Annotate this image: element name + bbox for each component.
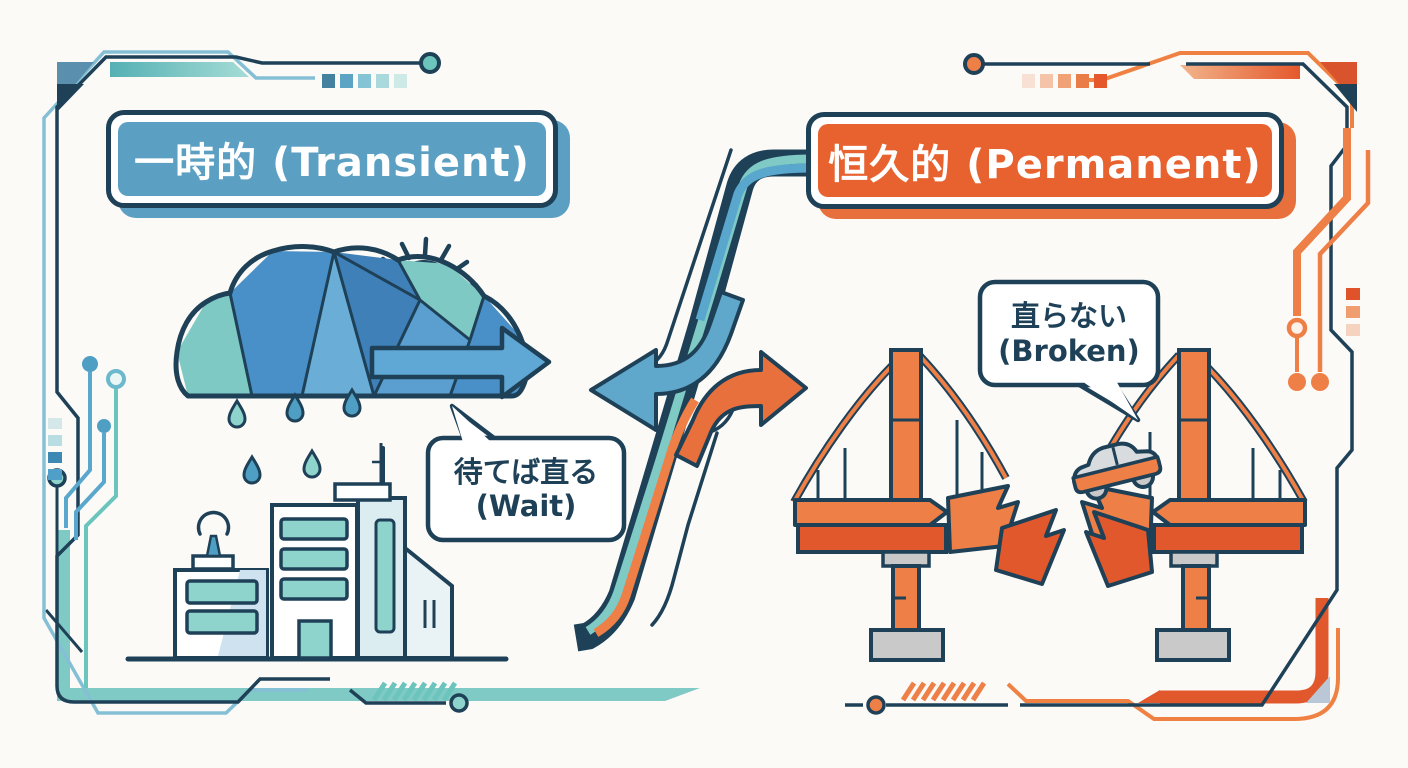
speech-bubble-right [977, 279, 1161, 423]
permanent-header-label: 恒久的 (Permanent) [828, 141, 1262, 188]
antenna-icon [205, 534, 222, 558]
left-arrow-icon [589, 290, 745, 432]
pixel-chips-top-left [322, 74, 407, 88]
thin-accent-line-lower [650, 431, 719, 627]
broken-bubble-line1: 直らない [1010, 299, 1127, 334]
pixel-chips-top-right [1022, 74, 1107, 88]
circuit-right [1286, 128, 1371, 391]
frame-top-right [963, 51, 1357, 707]
node-dot-bottom-right [866, 695, 886, 715]
rain-drops [227, 388, 385, 486]
frame-bottom-right [845, 598, 1340, 721]
transient-header-label: 一時的 (Transient) [134, 140, 530, 186]
connector-band [573, 148, 813, 652]
right-arrow-icon [674, 350, 808, 468]
hatch-marks-right [900, 681, 987, 702]
pixel-chips-left [48, 418, 62, 480]
bridge-right-half [1071, 348, 1308, 662]
wait-speech-bubble-text: 待てば直る (Wait) [428, 438, 624, 540]
bridge-left-half [790, 348, 1066, 662]
circuit-left [47, 356, 126, 688]
node-dot-top-right [963, 53, 985, 75]
wait-bubble-line2: (Wait) [475, 489, 577, 523]
broken-speech-bubble-text: 直らない (Broken) [980, 282, 1158, 385]
pixel-chips-right [1346, 288, 1360, 336]
node-dot-top-left [419, 52, 441, 74]
wait-bubble-line1: 待てば直る [453, 454, 599, 489]
broken-bridge-icon [790, 348, 1308, 662]
broken-shard [1084, 510, 1154, 588]
frame-bottom-left [44, 530, 700, 702]
hatch-marks-left [371, 681, 458, 702]
node-dot-bottom-left [449, 693, 469, 713]
transient-header-box: 一時的 (Transient) [106, 110, 558, 208]
weather-illustration [173, 236, 552, 486]
broken-shard [994, 508, 1066, 586]
frame-top-left [42, 50, 469, 715]
permanent-header-box: 恒久的 (Permanent) [806, 112, 1284, 209]
building-icon [125, 443, 509, 662]
car-icon [1071, 441, 1163, 501]
cloud-arrow-icon [369, 325, 552, 400]
broken-bubble-line2: (Broken) [998, 333, 1140, 368]
speech-bubble-left [425, 403, 627, 543]
